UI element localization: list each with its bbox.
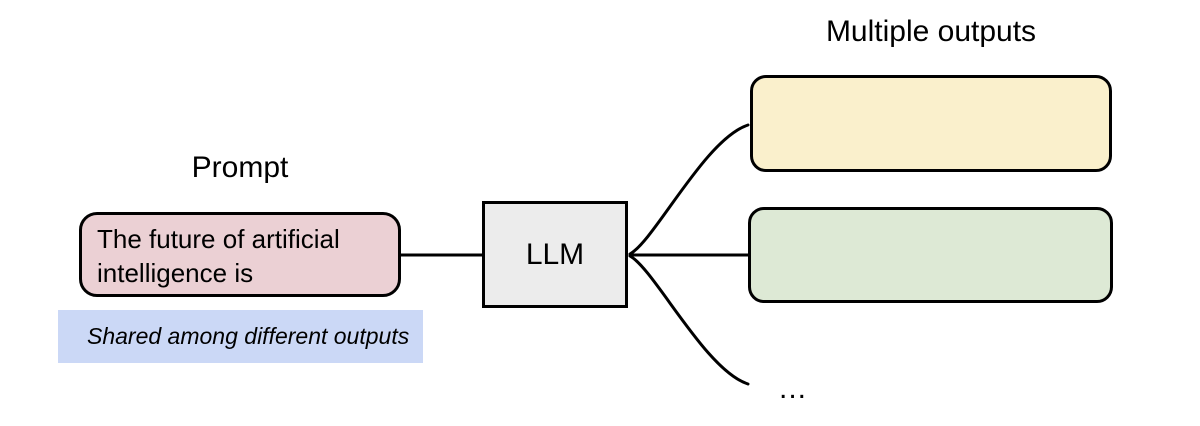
prompt-box-text: The future of artificial intelligence is <box>97 224 340 288</box>
connector-llm-to-more <box>628 254 750 386</box>
prompt-label: Prompt <box>191 151 289 184</box>
output-box-2 <box>748 207 1113 303</box>
connector-llm-to-output-1 <box>628 123 750 256</box>
llm-box: LLM <box>482 201 628 308</box>
output-box-1 <box>750 75 1112 172</box>
more-outputs-ellipsis: ... <box>779 372 808 405</box>
shared-note: Shared among different outputs <box>58 310 423 363</box>
llm-box-label: LLM <box>525 237 585 271</box>
outputs-label: Multiple outputs <box>825 15 1037 48</box>
prompt-box: The future of artificial intelligence is <box>79 212 401 297</box>
